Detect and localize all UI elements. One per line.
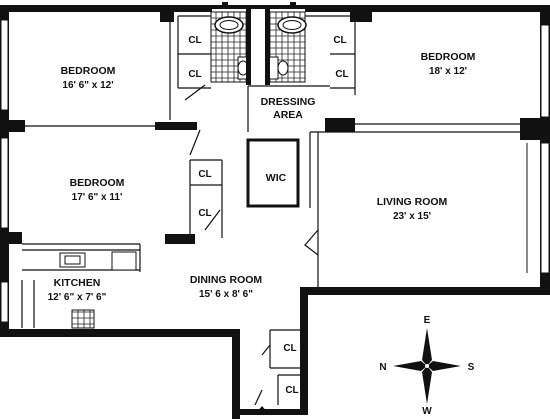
room-bedroom-w: BEDROOM 17' 6" x 11' <box>70 177 125 203</box>
room-living: LIVING ROOM 23' x 15' <box>377 196 448 222</box>
svg-text:16' 6" x 12': 16' 6" x 12' <box>62 80 113 91</box>
closet-labels: CL CL CL CL CL CL CL CL <box>188 35 348 396</box>
svg-text:12' 6" x 7' 6": 12' 6" x 7' 6" <box>48 292 107 303</box>
svg-text:AREA: AREA <box>273 109 303 121</box>
room-bedroom-nw: BEDROOM 16' 6" x 12' <box>61 65 116 91</box>
closet-label: CL <box>198 169 211 180</box>
bathroom-right <box>267 2 307 83</box>
compass-north-label: N <box>379 362 386 373</box>
closet-label: CL <box>285 385 298 396</box>
svg-text:18' x 12': 18' x 12' <box>429 66 467 77</box>
svg-text:BEDROOM: BEDROOM <box>61 65 116 77</box>
closet-label: CL <box>283 343 296 354</box>
room-dining: DINING ROOM 15' 6 x 8' 6" <box>190 274 263 300</box>
svg-text:23' x 15': 23' x 15' <box>393 211 431 222</box>
room-bedroom-ne: BEDROOM 18' x 12' <box>421 51 476 77</box>
compass-rose-icon: E W N S <box>379 315 474 417</box>
svg-text:KITCHEN: KITCHEN <box>54 277 101 289</box>
interior-walls <box>0 12 550 413</box>
windows <box>0 19 550 323</box>
svg-text:15' 6 x 8' 6": 15' 6 x 8' 6" <box>199 289 253 300</box>
closet-label: CL <box>198 208 211 219</box>
svg-text:DRESSING: DRESSING <box>261 96 316 108</box>
svg-text:DINING ROOM: DINING ROOM <box>190 274 263 286</box>
closet-label: CL <box>333 35 346 46</box>
room-kitchen: KITCHEN 12' 6" x 7' 6" <box>48 277 107 303</box>
closet-label: CL <box>188 35 201 46</box>
svg-text:BEDROOM: BEDROOM <box>70 177 125 189</box>
compass-west-label: W <box>422 406 432 417</box>
svg-text:BEDROOM: BEDROOM <box>421 51 476 63</box>
bathroom-left <box>210 2 249 83</box>
svg-text:WIC: WIC <box>266 172 287 184</box>
compass-south-label: S <box>468 362 475 373</box>
closet-label: CL <box>335 69 348 80</box>
svg-text:LIVING ROOM: LIVING ROOM <box>377 196 448 208</box>
closet-label: CL <box>188 69 201 80</box>
compass-east-label: E <box>424 315 431 326</box>
room-wic: WIC <box>266 172 287 184</box>
room-dressing-area: DRESSING AREA <box>261 96 316 121</box>
svg-text:17' 6" x 11': 17' 6" x 11' <box>72 192 123 203</box>
